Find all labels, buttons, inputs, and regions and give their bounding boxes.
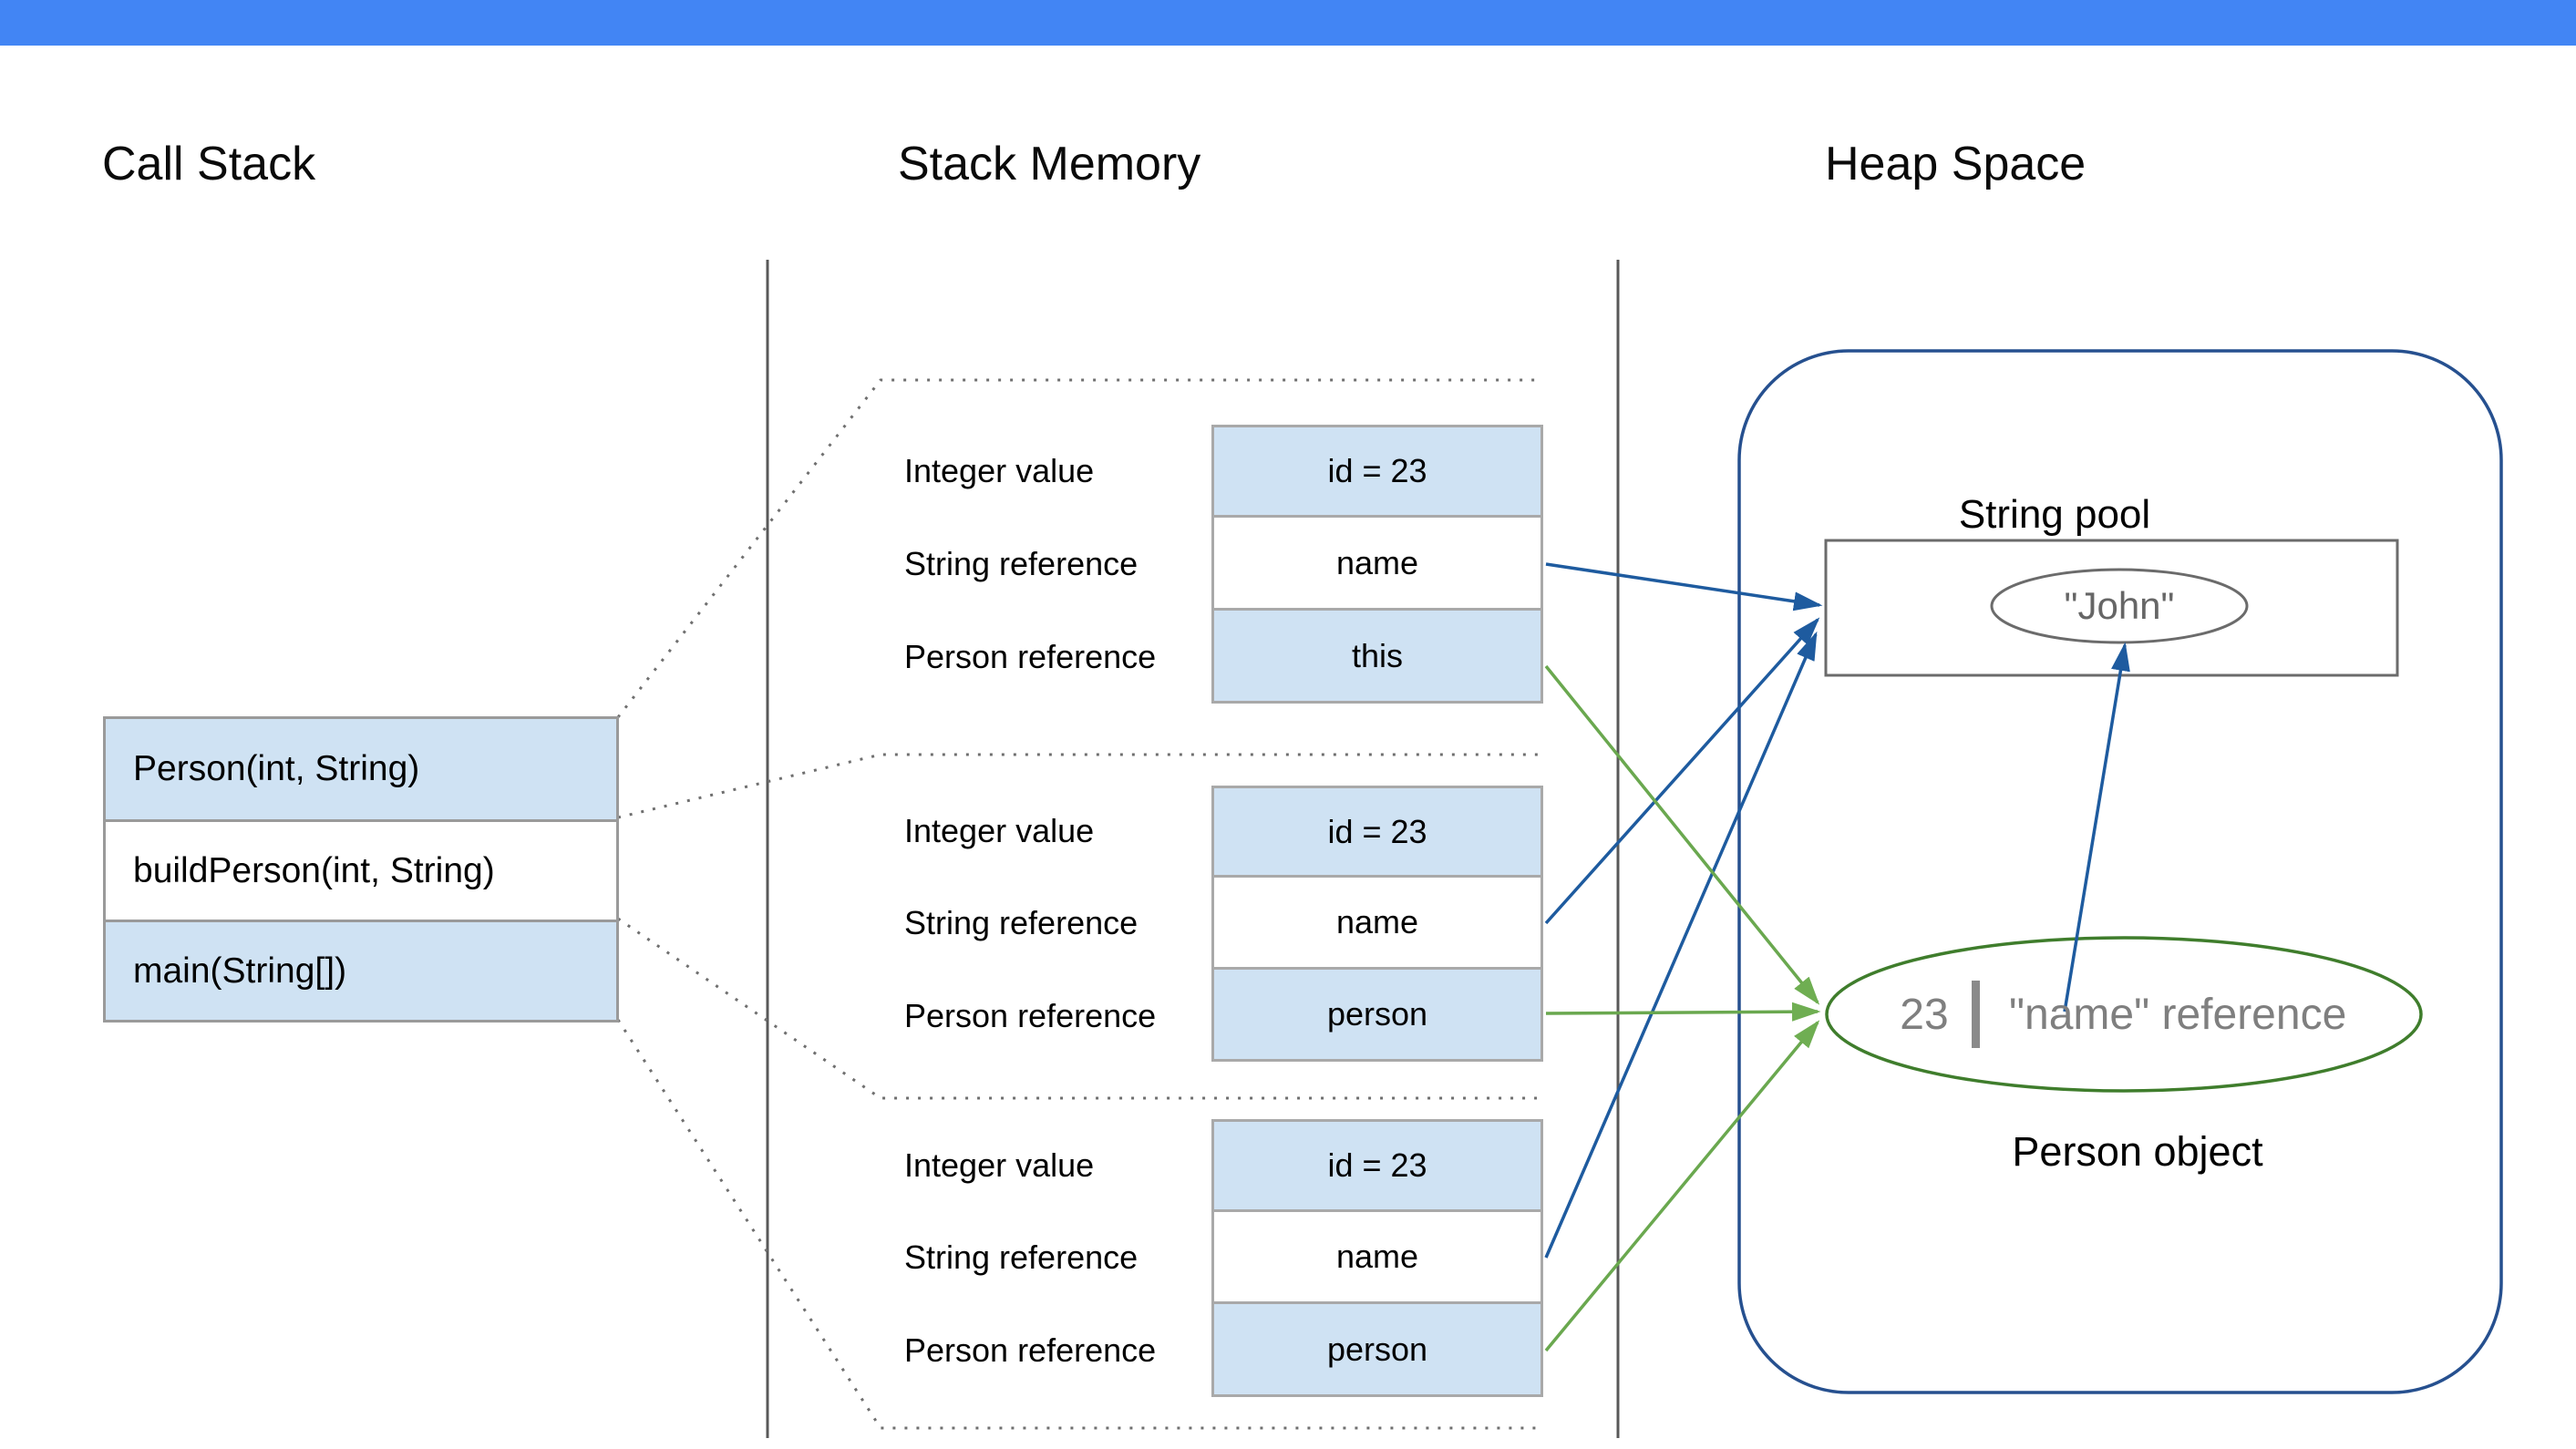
call-stack-frame-main: main(String[]) <box>106 920 616 1020</box>
heap-space-title: Heap Space <box>1825 138 2087 190</box>
dotted-connector-frame-3-bottom <box>616 1019 1540 1430</box>
frame3-name-box: name <box>1211 1209 1543 1304</box>
person-object-ellipse <box>1825 936 2423 1093</box>
frame2-integer-value-label: Integer value <box>904 812 1095 849</box>
frame2-name-box: name <box>1211 875 1543 970</box>
frame3-id-value-box: id = 23 <box>1211 1119 1543 1212</box>
frame2-id-value-box: id = 23 <box>1211 786 1543 878</box>
top-bar <box>0 0 2576 46</box>
frame3-person-box: person <box>1211 1301 1543 1397</box>
call-stack-frame-buildperson: buildPerson(int, String) <box>106 819 616 920</box>
frame1-string-reference-label: String reference <box>904 545 1139 582</box>
frame1-name-box: name <box>1211 515 1543 611</box>
frame3-integer-value-label: Integer value <box>904 1146 1095 1184</box>
arrow-frame1-name-to-string-pool <box>1545 562 1823 611</box>
frame1-this-box: this <box>1211 608 1543 704</box>
call-stack-frame-person-constructor: Person(int, String) <box>106 719 616 819</box>
frame1-integer-value-label: Integer value <box>904 452 1095 489</box>
frame1-person-reference-label: Person reference <box>904 638 1157 675</box>
frame3-person-reference-label: Person reference <box>904 1331 1157 1369</box>
person-object-field-divider <box>1972 981 1980 1048</box>
frame2-person-reference-label: Person reference <box>904 997 1157 1034</box>
stack-memory-title: Stack Memory <box>898 138 1201 190</box>
john-string-literal: "John" <box>2064 584 2175 627</box>
call-stack-title: Call Stack <box>102 138 316 190</box>
arrow-person-object-to-john <box>2063 642 2130 1012</box>
frame1-id-value-box: id = 23 <box>1211 425 1543 518</box>
arrow-frame1-this-to-person-object <box>1544 664 1820 1005</box>
person-object-id-value: 23 <box>1900 991 1949 1039</box>
arrow-frame2-name-to-string-pool <box>1544 617 1820 925</box>
arrow-frame2-person-to-person-object <box>1545 1002 1821 1022</box>
person-object-caption: Person object <box>2012 1128 2263 1175</box>
frame2-string-reference-label: String reference <box>904 904 1139 941</box>
string-pool-label: String pool <box>1958 492 2151 537</box>
arrow-frame3-name-to-string-pool <box>1544 631 1818 1259</box>
arrow-frame3-person-to-person-object <box>1544 1020 1820 1352</box>
person-object-name-reference: "name" reference <box>2009 991 2347 1039</box>
frame3-string-reference-label: String reference <box>904 1238 1139 1276</box>
frame2-person-box: person <box>1211 967 1543 1062</box>
call-stack-table: Person(int, String) buildPerson(int, Str… <box>103 716 619 1023</box>
dotted-connector-frame-1-top <box>616 378 1540 718</box>
heap-space-container <box>1737 349 2503 1394</box>
